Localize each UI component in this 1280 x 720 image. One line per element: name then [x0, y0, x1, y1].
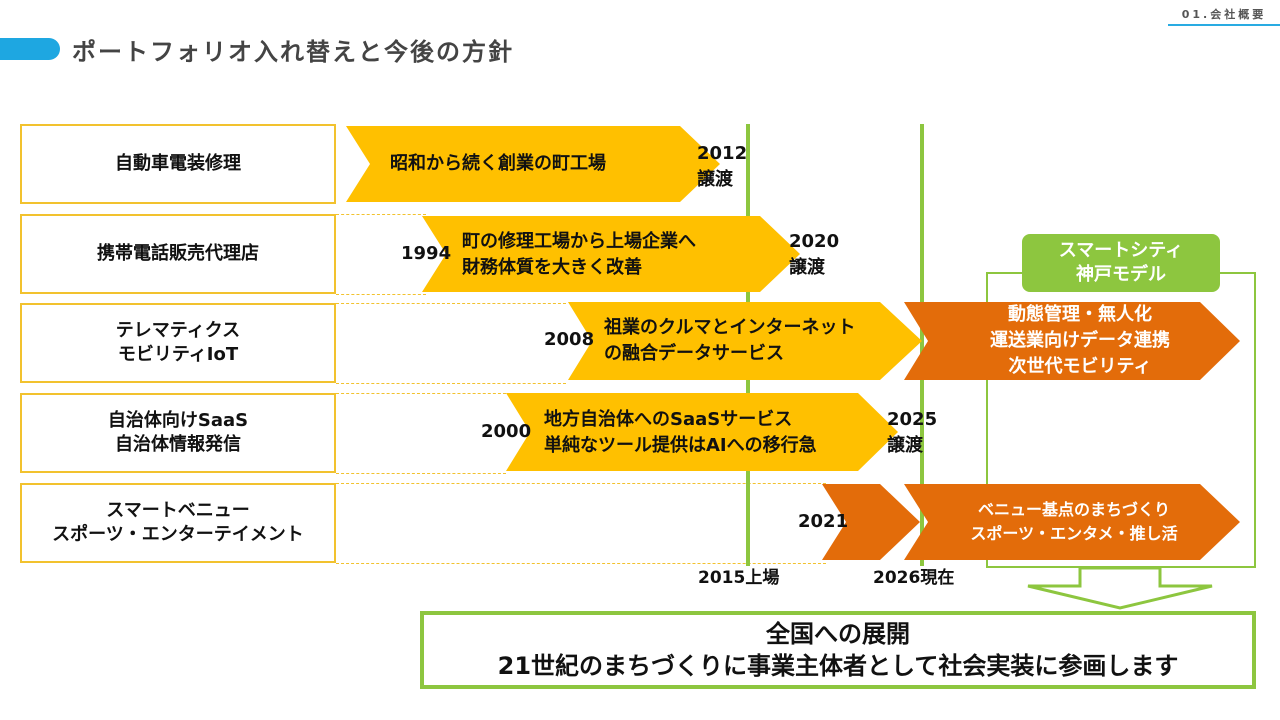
row-divider: [336, 473, 506, 474]
national-expansion-box: 全国への展開 21世紀のまちづくりに事業主体者として社会実装に参画します: [420, 611, 1256, 689]
arrow-auto-repair: [346, 126, 720, 202]
row-label-line1: 自治体向けSaaS: [107, 410, 249, 431]
arrow-telematics: [568, 302, 922, 380]
end-year-label: 2020: [789, 231, 840, 252]
future-venue-text: ベニュー基点のまちづくり スポーツ・エンタメ・推し活: [924, 498, 1224, 546]
expansion-statement: 21世紀のまちづくりに事業主体者として社会実装に参画します: [497, 652, 1179, 680]
row-divider: [336, 483, 826, 484]
end-status-label: 譲渡: [697, 169, 733, 190]
row-divider: [336, 294, 426, 295]
smart-city-line1: スマートシティ: [1058, 240, 1184, 261]
start-year-label: 2021: [798, 511, 849, 532]
smart-city-line2: 神戸モデル: [1076, 264, 1166, 285]
arrow-text: 財務体質を大きく改善: [462, 257, 642, 278]
future-line: 動態管理・無人化: [1008, 304, 1152, 325]
future-line: 運送業向けデータ連携: [990, 330, 1170, 351]
future-mobility-text: 動態管理・無人化 運送業向けデータ連携 次世代モビリティ: [930, 302, 1230, 380]
end-year-label: 2025: [887, 409, 938, 430]
page-title: ポートフォリオ入れ替えと今後の方針: [72, 38, 514, 66]
milestone-line-current: [920, 124, 924, 566]
arrow-text: 祖業のクルマとインターネット: [604, 317, 856, 338]
row-divider: [336, 383, 566, 384]
title-accent-bar: [0, 38, 60, 60]
milestone-current-label: 2026現在: [873, 568, 955, 588]
section-tag: 01.会社概要: [1181, 8, 1267, 21]
future-line: ベニュー基点のまちづくり: [977, 500, 1170, 519]
row-divider: [336, 563, 826, 564]
row-label-line2: スポーツ・エンターテイメント: [52, 524, 304, 545]
row-smart-venue: スマートベニュー スポーツ・エンターテイメント: [20, 483, 336, 563]
arrow-smart-venue: [822, 484, 920, 560]
arrow-mobile-sales: [422, 216, 800, 292]
end-status-label: 譲渡: [887, 435, 923, 456]
arrow-text: 町の修理工場から上場企業へ: [462, 231, 696, 252]
arrow-text: 地方自治体へのSaaSサービス: [544, 409, 793, 430]
start-year-label: 1994: [401, 243, 452, 264]
arrow-text: 単純なツール提供はAIへの移行急: [544, 435, 817, 456]
arrow-municipal: [506, 393, 898, 471]
row-label-line2: モビリティIoT: [117, 344, 239, 365]
row-auto-repair: 自動車電装修理: [20, 124, 336, 204]
smart-city-label: スマートシティ 神戸モデル: [1022, 234, 1220, 292]
milestone-listing-label: 2015上場: [698, 568, 780, 588]
arrow-future-mobility: [904, 302, 1240, 380]
arrow-future-venue: [904, 484, 1240, 560]
row-divider: [336, 393, 506, 394]
future-line: 次世代モビリティ: [1008, 356, 1152, 377]
row-label-line2: 自治体情報発信: [114, 434, 241, 455]
future-line: スポーツ・エンタメ・推し活: [970, 524, 1178, 543]
row-label-line1: 自動車電装修理: [115, 153, 241, 174]
start-year-label: 2000: [481, 421, 532, 442]
row-label-line1: スマートベニュー: [106, 500, 250, 521]
row-label-line1: テレマティクス: [115, 320, 241, 341]
arrow-text: 昭和から続く創業の町工場: [390, 153, 606, 174]
row-mobile-sales: 携帯電話販売代理店: [20, 214, 336, 294]
row-divider: [336, 214, 426, 215]
end-status-label: 譲渡: [789, 257, 825, 278]
end-year-label: 2012: [697, 143, 748, 164]
expansion-title: 全国への展開: [766, 620, 910, 648]
row-divider: [336, 303, 566, 304]
row-label-line1: 携帯電話販売代理店: [97, 243, 259, 264]
down-arrow: [1027, 566, 1213, 610]
start-year-label: 2008: [544, 329, 595, 350]
section-underline: [1168, 24, 1280, 26]
row-municipal-saas: 自治体向けSaaS 自治体情報発信: [20, 393, 336, 473]
row-telematics: テレマティクス モビリティIoT: [20, 303, 336, 383]
arrow-text: の融合データサービス: [604, 343, 784, 364]
